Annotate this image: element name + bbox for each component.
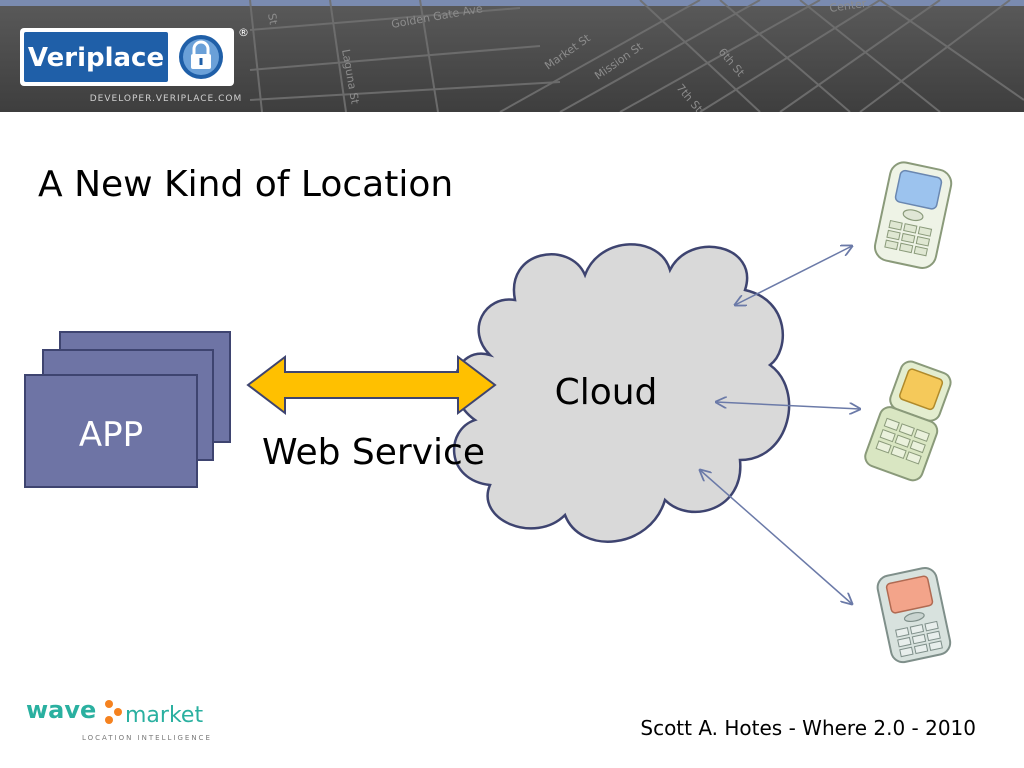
phone-red-icon [876,567,952,664]
connector-middle [716,402,860,409]
app-box-back [59,331,231,443]
street-map [249,0,1024,112]
connector-top [735,246,852,305]
veriplace-logo[interactable]: Veriplace ® DEVELOPER.VERIPLACE.COM [20,26,249,104]
logo-url-text: DEVELOPER.VERIPLACE.COM [90,94,243,104]
cloud-shape: Cloud [452,243,791,543]
device-connectors [700,246,860,604]
street-label-st: St [265,12,280,26]
slide-title: A New Kind of Location [38,164,454,205]
logo-text: Veriplace [28,43,164,73]
wavemarket-logo-market: market [125,703,203,728]
cloud-label: Cloud [555,372,658,413]
footer-credit: Scott A. Hotes - Where 2.0 - 2010 [640,716,976,740]
logo-registered-mark: ® [238,26,249,39]
header-top-stripe [0,0,1024,6]
logo-text-panel [24,32,168,82]
wavemarket-logo: wave market LOCATION INTELLIGENCE [26,696,212,742]
web-service-arrow [246,354,497,416]
app-stack: APP [24,331,231,488]
lock-icon [179,35,223,79]
flip-phone-yellow-icon [864,360,952,482]
web-service-label: Web Service [262,432,485,473]
wavemarket-logo-tagline: LOCATION INTELLIGENCE [82,734,212,742]
app-box-front [24,374,198,488]
connector-bottom [700,470,852,604]
app-label: APP [79,415,143,455]
phone-blue-icon [873,161,953,269]
app-box-middle [42,349,214,461]
header-banner: Golden Gate Ave Laguna St Market St Miss… [0,0,1024,112]
wavemarket-logo-wave: wave [26,696,96,724]
wavemarket-dots-icon [105,700,122,724]
